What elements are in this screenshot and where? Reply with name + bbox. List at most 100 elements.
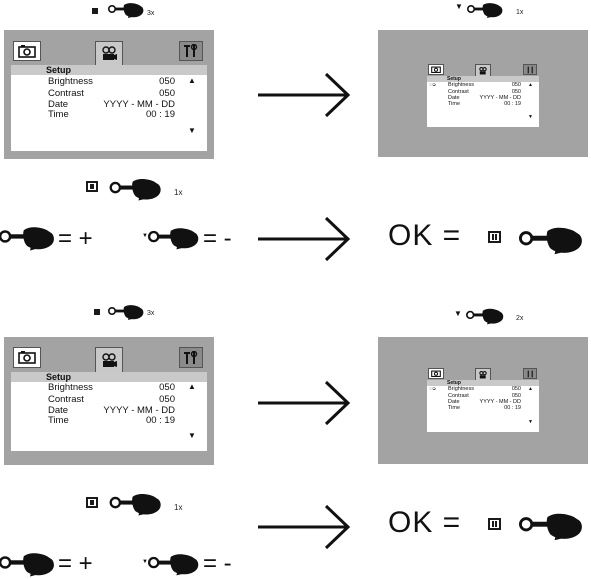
right-arrow-icon: [258, 72, 351, 118]
right-arrow-icon: [258, 504, 351, 550]
pause-button-icon: [86, 497, 98, 508]
hand-press-icon: [108, 2, 145, 19]
time-value[interactable]: 00 : 19: [145, 109, 175, 120]
pause-button-icon: [488, 518, 501, 530]
setup-header: Setup: [427, 380, 539, 386]
tab-video[interactable]: [475, 368, 491, 380]
tab-video[interactable]: [95, 41, 123, 65]
minus-equation: = -: [203, 225, 232, 252]
video-camera-icon: [479, 66, 487, 74]
press-count: 1x: [174, 503, 183, 512]
down-triangle-icon: ▼: [142, 559, 148, 565]
brightness-label: Brightness: [448, 386, 474, 392]
date-label: Date: [48, 405, 69, 416]
tab-photo[interactable]: [13, 347, 41, 368]
camera-icon: [18, 44, 36, 58]
press-count: 2x: [516, 315, 524, 322]
date-value[interactable]: YYYY - MM - DD: [479, 95, 521, 101]
scroll-down-arrow[interactable]: ▼: [528, 114, 533, 120]
contrast-label: Contrast: [48, 394, 84, 405]
brightness-label: Brightness: [48, 382, 93, 393]
brightness-label: Brightness: [448, 82, 474, 88]
minus-equation: = -: [203, 550, 232, 577]
scroll-down-arrow[interactable]: ▼: [188, 431, 196, 440]
down-triangle-icon: ▼: [454, 309, 462, 318]
right-arrow-icon: [258, 216, 351, 262]
setup-header: Setup: [11, 65, 207, 75]
time-value[interactable]: 00 : 19: [504, 101, 521, 107]
brightness-value[interactable]: 050: [159, 76, 175, 87]
setup-header: Setup: [427, 76, 539, 82]
scroll-down-arrow[interactable]: ▼: [188, 126, 196, 135]
hand-press-icon: [466, 307, 505, 326]
video-camera-icon: [102, 352, 117, 367]
tab-photo[interactable]: [428, 368, 444, 379]
press-count: 3x: [147, 310, 155, 317]
brightness-value[interactable]: 050: [511, 82, 521, 88]
time-value[interactable]: 00 : 19: [504, 405, 521, 411]
selection-indicator: ◌➭: [429, 82, 437, 88]
right-arrow-icon: [258, 380, 351, 426]
contrast-label: Contrast: [448, 393, 469, 399]
date-label: Date: [448, 399, 460, 405]
hand-press-icon: [519, 226, 584, 256]
pause-button-icon: [86, 181, 98, 192]
date-value[interactable]: YYYY - MM - DD: [479, 399, 521, 405]
brightness-label: Brightness: [48, 76, 93, 87]
selection-indicator: ◌➭: [429, 386, 437, 392]
press-count: 1x: [174, 188, 183, 197]
tab-settings[interactable]: [523, 64, 537, 75]
hand-press-icon: [148, 553, 200, 577]
tab-settings[interactable]: [523, 368, 537, 379]
camera-screen: Setup Brightness 050 Contrast 050 Date Y…: [4, 30, 214, 159]
tab-video[interactable]: [475, 64, 491, 76]
contrast-value[interactable]: 050: [159, 394, 175, 405]
tab-settings[interactable]: [179, 41, 203, 61]
hand-press-icon: [519, 512, 584, 542]
contrast-value[interactable]: 050: [511, 393, 521, 399]
plus-equation: = +: [58, 550, 93, 577]
down-triangle-icon: ▼: [455, 2, 463, 11]
scroll-up-arrow[interactable]: ▲: [188, 382, 196, 391]
camera-icon: [431, 66, 441, 73]
time-label: Time: [448, 405, 461, 411]
setup-header: Setup: [11, 372, 207, 382]
setup-menu: Setup ◌➭ Brightness 050 Contrast 050 Dat…: [427, 366, 539, 432]
video-camera-icon: [102, 46, 117, 60]
brightness-value[interactable]: 050: [159, 382, 175, 393]
tab-settings[interactable]: [179, 347, 203, 368]
hand-press-icon: [109, 177, 162, 202]
contrast-value[interactable]: 050: [511, 89, 521, 95]
time-value[interactable]: 00 : 19: [145, 415, 175, 426]
date-label: Date: [48, 99, 69, 110]
camera-icon: [18, 351, 36, 364]
contrast-label: Contrast: [48, 88, 84, 99]
ok-equation: OK =: [388, 506, 462, 539]
scroll-up-arrow[interactable]: ▲: [528, 82, 533, 88]
hand-press-icon: [0, 226, 56, 252]
tab-video[interactable]: [95, 347, 123, 372]
camera-screen-small: Setup ◌➭ Brightness 050 Contrast 050 Dat…: [378, 30, 588, 157]
scroll-up-arrow[interactable]: ▲: [528, 386, 533, 392]
contrast-label: Contrast: [448, 89, 469, 95]
date-value[interactable]: YYYY - MM - DD: [103, 99, 175, 110]
scroll-down-arrow[interactable]: ▼: [528, 419, 533, 425]
tab-photo[interactable]: [428, 64, 444, 75]
contrast-value[interactable]: 050: [159, 88, 175, 99]
time-label: Time: [448, 101, 461, 107]
settings-tools-icon: [184, 350, 198, 364]
tab-photo[interactable]: [13, 41, 41, 61]
press-count: 1x: [516, 9, 524, 16]
camera-screen-small: Setup ◌➭ Brightness 050 Contrast 050 Dat…: [378, 337, 588, 464]
hand-press-icon: [108, 304, 145, 321]
press-count: 3x: [147, 10, 155, 17]
ok-equation: OK =: [388, 219, 462, 252]
down-triangle-icon: ▼: [142, 233, 148, 239]
plus-equation: = +: [58, 225, 93, 252]
scroll-up-arrow[interactable]: ▲: [188, 76, 196, 85]
brightness-value[interactable]: 050: [511, 386, 521, 392]
date-value[interactable]: YYYY - MM - DD: [103, 405, 175, 416]
settings-tools-icon: [184, 44, 198, 57]
time-label: Time: [48, 109, 69, 120]
video-camera-icon: [479, 370, 487, 378]
